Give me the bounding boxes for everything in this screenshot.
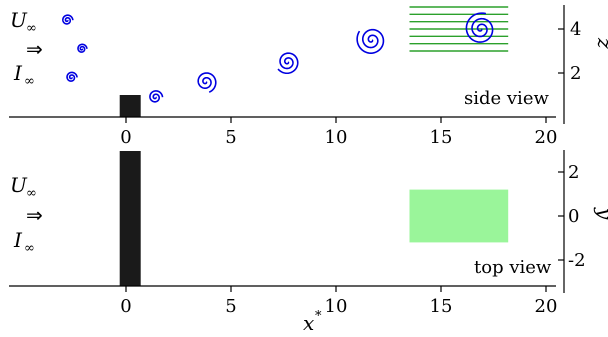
side-inflow-label: U ∞ ⇒ I ∞ — [10, 8, 43, 89]
x-tick-label: 20 — [535, 127, 558, 148]
side-y-ticks: 24 — [558, 19, 581, 84]
svg-text:x: x — [303, 311, 314, 335]
svg-text:∞: ∞ — [24, 241, 35, 256]
inflow-arrow: ⇒ — [26, 37, 43, 61]
svg-text:∞: ∞ — [26, 186, 37, 201]
x-tick-label: 10 — [325, 127, 348, 148]
vortex-spiral — [77, 43, 88, 53]
top-y-axis-label: y * — [593, 207, 608, 226]
svg-text:∞: ∞ — [26, 21, 37, 36]
inflow-arrow: ⇒ — [26, 203, 43, 227]
svg-text:I: I — [13, 61, 23, 85]
x-tick-label: 20 — [535, 296, 558, 317]
x-tick-label: 0 — [120, 127, 131, 148]
side-x-ticks: 0 5 10 15 20 — [120, 117, 557, 148]
svg-text:z: z — [593, 37, 608, 49]
vortex-spiral — [197, 72, 217, 93]
svg-text:y: y — [593, 207, 608, 220]
vortex-spiral — [66, 71, 78, 82]
y-tick-label: 4 — [570, 19, 581, 40]
obstacle-side — [119, 95, 141, 117]
svg-text:U: U — [10, 173, 28, 197]
svg-text:I: I — [13, 228, 23, 252]
vortex-spiral — [465, 12, 494, 43]
y-tick-label: 2 — [570, 63, 581, 84]
top-inflow-label: U ∞ ⇒ I ∞ — [10, 173, 43, 256]
top-view-panel: 0 5 10 15 20 -2 0 2 top view y * U ∞ ⇒ I ∞ x * — [9, 150, 608, 335]
x-tick-label: 0 — [120, 296, 131, 317]
obstacle-top — [119, 151, 141, 286]
vortex-spiral — [149, 90, 164, 103]
svg-text:*: * — [315, 309, 322, 324]
x-axis-label: x * — [303, 309, 322, 335]
x-tick-label: 5 — [225, 296, 236, 317]
svg-text:U: U — [10, 8, 28, 32]
top-y-ticks: -2 0 2 — [558, 162, 586, 271]
y-tick-label: 0 — [568, 206, 579, 227]
svg-text:*: * — [602, 49, 608, 56]
y-tick-label: 2 — [568, 162, 579, 183]
x-tick-label: 5 — [225, 127, 236, 148]
vortex-spiral — [277, 52, 299, 75]
top-view-label: top view — [474, 257, 552, 278]
vortex-spiral — [62, 14, 74, 25]
vortex-spiral — [356, 28, 385, 54]
svg-text:*: * — [602, 219, 608, 226]
x-tick-label: 15 — [430, 296, 453, 317]
x-tick-label: 10 — [325, 296, 348, 317]
probe-region-top — [409, 189, 509, 243]
top-x-ticks: 0 5 10 15 20 — [120, 286, 557, 317]
svg-text:∞: ∞ — [24, 74, 35, 89]
y-tick-label: -2 — [568, 250, 586, 271]
side-view-label: side view — [464, 88, 549, 109]
side-y-axis-label: z * — [593, 37, 608, 56]
probe-region-side — [409, 6, 509, 52]
x-tick-label: 15 — [430, 127, 453, 148]
vortex-group — [62, 12, 494, 103]
